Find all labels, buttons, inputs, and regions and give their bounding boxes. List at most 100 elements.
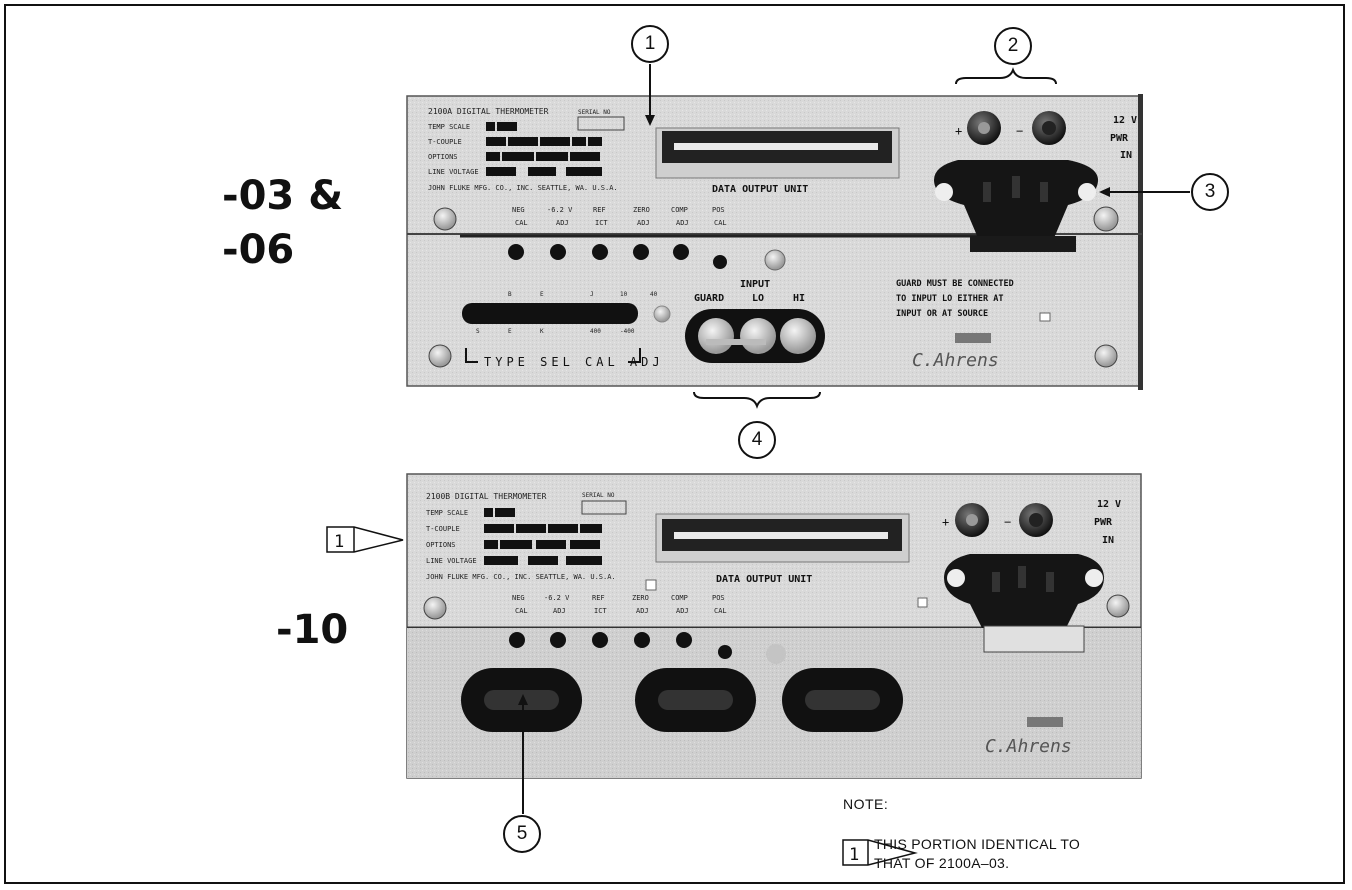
panel-bottom-adj-top-0: NEG — [512, 594, 525, 602]
figure-border — [4, 4, 1345, 884]
panel-top-maker: JOHN FLUKE MFG. CO., INC. SEATTLE, WA. U… — [428, 184, 618, 192]
panel-top-model: 2100A DIGITAL THERMOMETER — [428, 107, 549, 116]
panel-top-adjust-pots — [508, 244, 727, 269]
panel-top-adj-top-5: POS — [712, 206, 725, 214]
panel-top-adj-bot-2: ICT — [595, 219, 608, 227]
panel-bottom-adjust-pots — [509, 632, 732, 659]
panel-top-adj-top-4: COMP — [671, 206, 688, 214]
panel-top-type-bot-0: S — [476, 328, 480, 335]
panel-top-type-top-3: 10 — [620, 291, 628, 298]
variant-label-03-06: -03 & — [222, 173, 344, 219]
panel-top-adj-top-3: ZERO — [633, 206, 650, 214]
callout-leaders — [518, 64, 1190, 814]
svg-text:−: − — [1004, 515, 1011, 529]
panel-top-guard-note-0: GUARD MUST BE CONNECTED — [896, 279, 1014, 289]
note-flag-number: 1 — [849, 845, 859, 865]
panel-top-type-bot-1: E — [508, 328, 512, 335]
note-line-2: THAT OF 2100A–03. — [874, 855, 1010, 871]
panel-bottom-model: 2100B DIGITAL THERMOMETER — [426, 492, 547, 501]
panel-top-power-2: IN — [1120, 150, 1132, 161]
panel-top-row-0: TEMP SCALE — [428, 123, 470, 131]
panel-top-adj-top-0: NEG — [512, 206, 525, 214]
panel-top-adj-bot-3: ADJ — [637, 219, 650, 227]
svg-text:+: + — [942, 515, 949, 529]
panel-top-guard-note-1: TO INPUT LO EITHER AT — [896, 294, 1003, 304]
panel-top-adj-top-2: REF — [593, 206, 606, 214]
panel-bottom-row-1: T-COUPLE — [426, 525, 460, 533]
callout-3: 3 — [1191, 173, 1229, 211]
input-hi-terminal — [780, 318, 816, 354]
panel-bottom-row-2: OPTIONS — [426, 541, 456, 549]
note-flag: 1 — [842, 839, 918, 866]
panel-bottom-row-0: TEMP SCALE — [426, 509, 468, 517]
panel-top-type-top-2: J — [590, 291, 594, 298]
panel-bottom-data-output-label: DATA OUTPUT UNIT — [716, 574, 812, 585]
panel-bottom-adj-bot-5: CAL — [714, 607, 727, 615]
ac-power-receptacle — [934, 160, 1098, 238]
panel-bottom-adj-top-3: ZERO — [632, 594, 649, 602]
panel-bottom-maker: JOHN FLUKE MFG. CO., INC. SEATTLE, WA. U… — [426, 573, 616, 581]
panel-top-adj-bot-1: ADJ — [556, 219, 569, 227]
identical-portion-flag: 1 — [326, 526, 404, 553]
svg-text:C.Ahrens: C.Ahrens — [985, 736, 1072, 757]
panel-top-adj-top-1: -6.2 V — [547, 206, 573, 214]
panel-bottom-adj-bot-4: ADJ — [676, 607, 689, 615]
panel-bottom-2100b: 2100B DIGITAL THERMOMETER SERIAL NO TEMP… — [406, 473, 1142, 779]
note-text: THIS PORTION IDENTICAL TO THAT OF 2100A–… — [874, 835, 1080, 873]
panel-top-type-sel-label: TYPE SEL CAL ADJ — [484, 355, 664, 369]
panel-top-input-term-2: HI — [793, 293, 805, 304]
panel-top-type-top-4: 40 — [650, 291, 658, 298]
panel-bottom-adj-bot-0: CAL — [515, 607, 528, 615]
callout-4: 4 — [738, 421, 776, 459]
note-line-1: THIS PORTION IDENTICAL TO — [874, 836, 1081, 852]
panel-bottom-adj-bot-1: ADJ — [553, 607, 566, 615]
panel-bottom-power-2: IN — [1102, 535, 1114, 546]
panel-bottom-adj-top-1: -6.2 V — [544, 594, 570, 602]
variant-label-10: -10 — [276, 607, 349, 653]
panel-top-type-top-0: B — [508, 291, 512, 298]
panel-top-type-bot-2: K — [540, 328, 544, 335]
panel-bottom-adj-top-5: POS — [712, 594, 725, 602]
panel-top-data-output-label: DATA OUTPUT UNIT — [712, 184, 808, 195]
panel-bottom-adj-bot-3: ADJ — [636, 607, 649, 615]
panel-top-type-top-1: E — [540, 291, 544, 298]
flag-marker-number: 1 — [334, 532, 344, 552]
panel-top-row-3: LINE VOLTAGE — [428, 168, 479, 176]
note-title: NOTE: — [843, 796, 889, 812]
panel-top-2100a: 2100A DIGITAL THERMOMETER SERIAL NO TEMP… — [406, 94, 1143, 390]
variant-label-06: -06 — [222, 227, 295, 273]
panel-top-type-bot-3: 400 — [590, 328, 601, 335]
callout-5: 5 — [503, 815, 541, 853]
svg-text:+: + — [955, 124, 962, 138]
panel-top-input-title: INPUT — [740, 279, 770, 290]
input-lo-terminal — [740, 318, 776, 354]
panel-top-power-1: PWR — [1110, 133, 1129, 144]
panel-bottom-input-connectors — [461, 668, 903, 732]
callout-2: 2 — [994, 27, 1032, 65]
panel-top-type-bot-4: -400 — [620, 328, 635, 335]
panel-bottom-adj-bot-2: ICT — [594, 607, 607, 615]
panel-top-adj-bot-5: CAL — [714, 219, 727, 227]
panel-bottom-adj-top-2: REF — [592, 594, 605, 602]
panel-top-power-0: 12 V — [1113, 115, 1137, 126]
panel-bottom-power-0: 12 V — [1097, 499, 1121, 510]
panel-bottom-serial-label: SERIAL NO — [582, 492, 615, 499]
svg-text:−: − — [1016, 124, 1023, 138]
type-select-slot — [462, 303, 638, 324]
panel-top-guard-note-2: INPUT OR AT SOURCE — [896, 309, 988, 319]
panel-top-input-term-1: LO — [752, 293, 764, 304]
panel-top-adj-bot-0: CAL — [515, 219, 528, 227]
panel-top-serial-label: SERIAL NO — [578, 109, 611, 116]
panel-top-spec-rows: TEMP SCALE T-COUPLE OPTIONS LINE VOLTAGE — [428, 123, 479, 176]
panel-bottom-row-3: LINE VOLTAGE — [426, 557, 477, 565]
panel-top-row-1: T-COUPLE — [428, 138, 462, 146]
svg-text:C.Ahrens: C.Ahrens — [912, 350, 999, 371]
panel-top-input-term-0: GUARD — [694, 293, 724, 304]
panel-bottom-adj-top-4: COMP — [671, 594, 688, 602]
panel-top-adj-bot-4: ADJ — [676, 219, 689, 227]
input-guard-terminal — [698, 318, 734, 354]
panel-bottom-power-1: PWR — [1094, 517, 1113, 528]
callout-1: 1 — [631, 25, 669, 63]
panel-top-row-2: OPTIONS — [428, 153, 458, 161]
